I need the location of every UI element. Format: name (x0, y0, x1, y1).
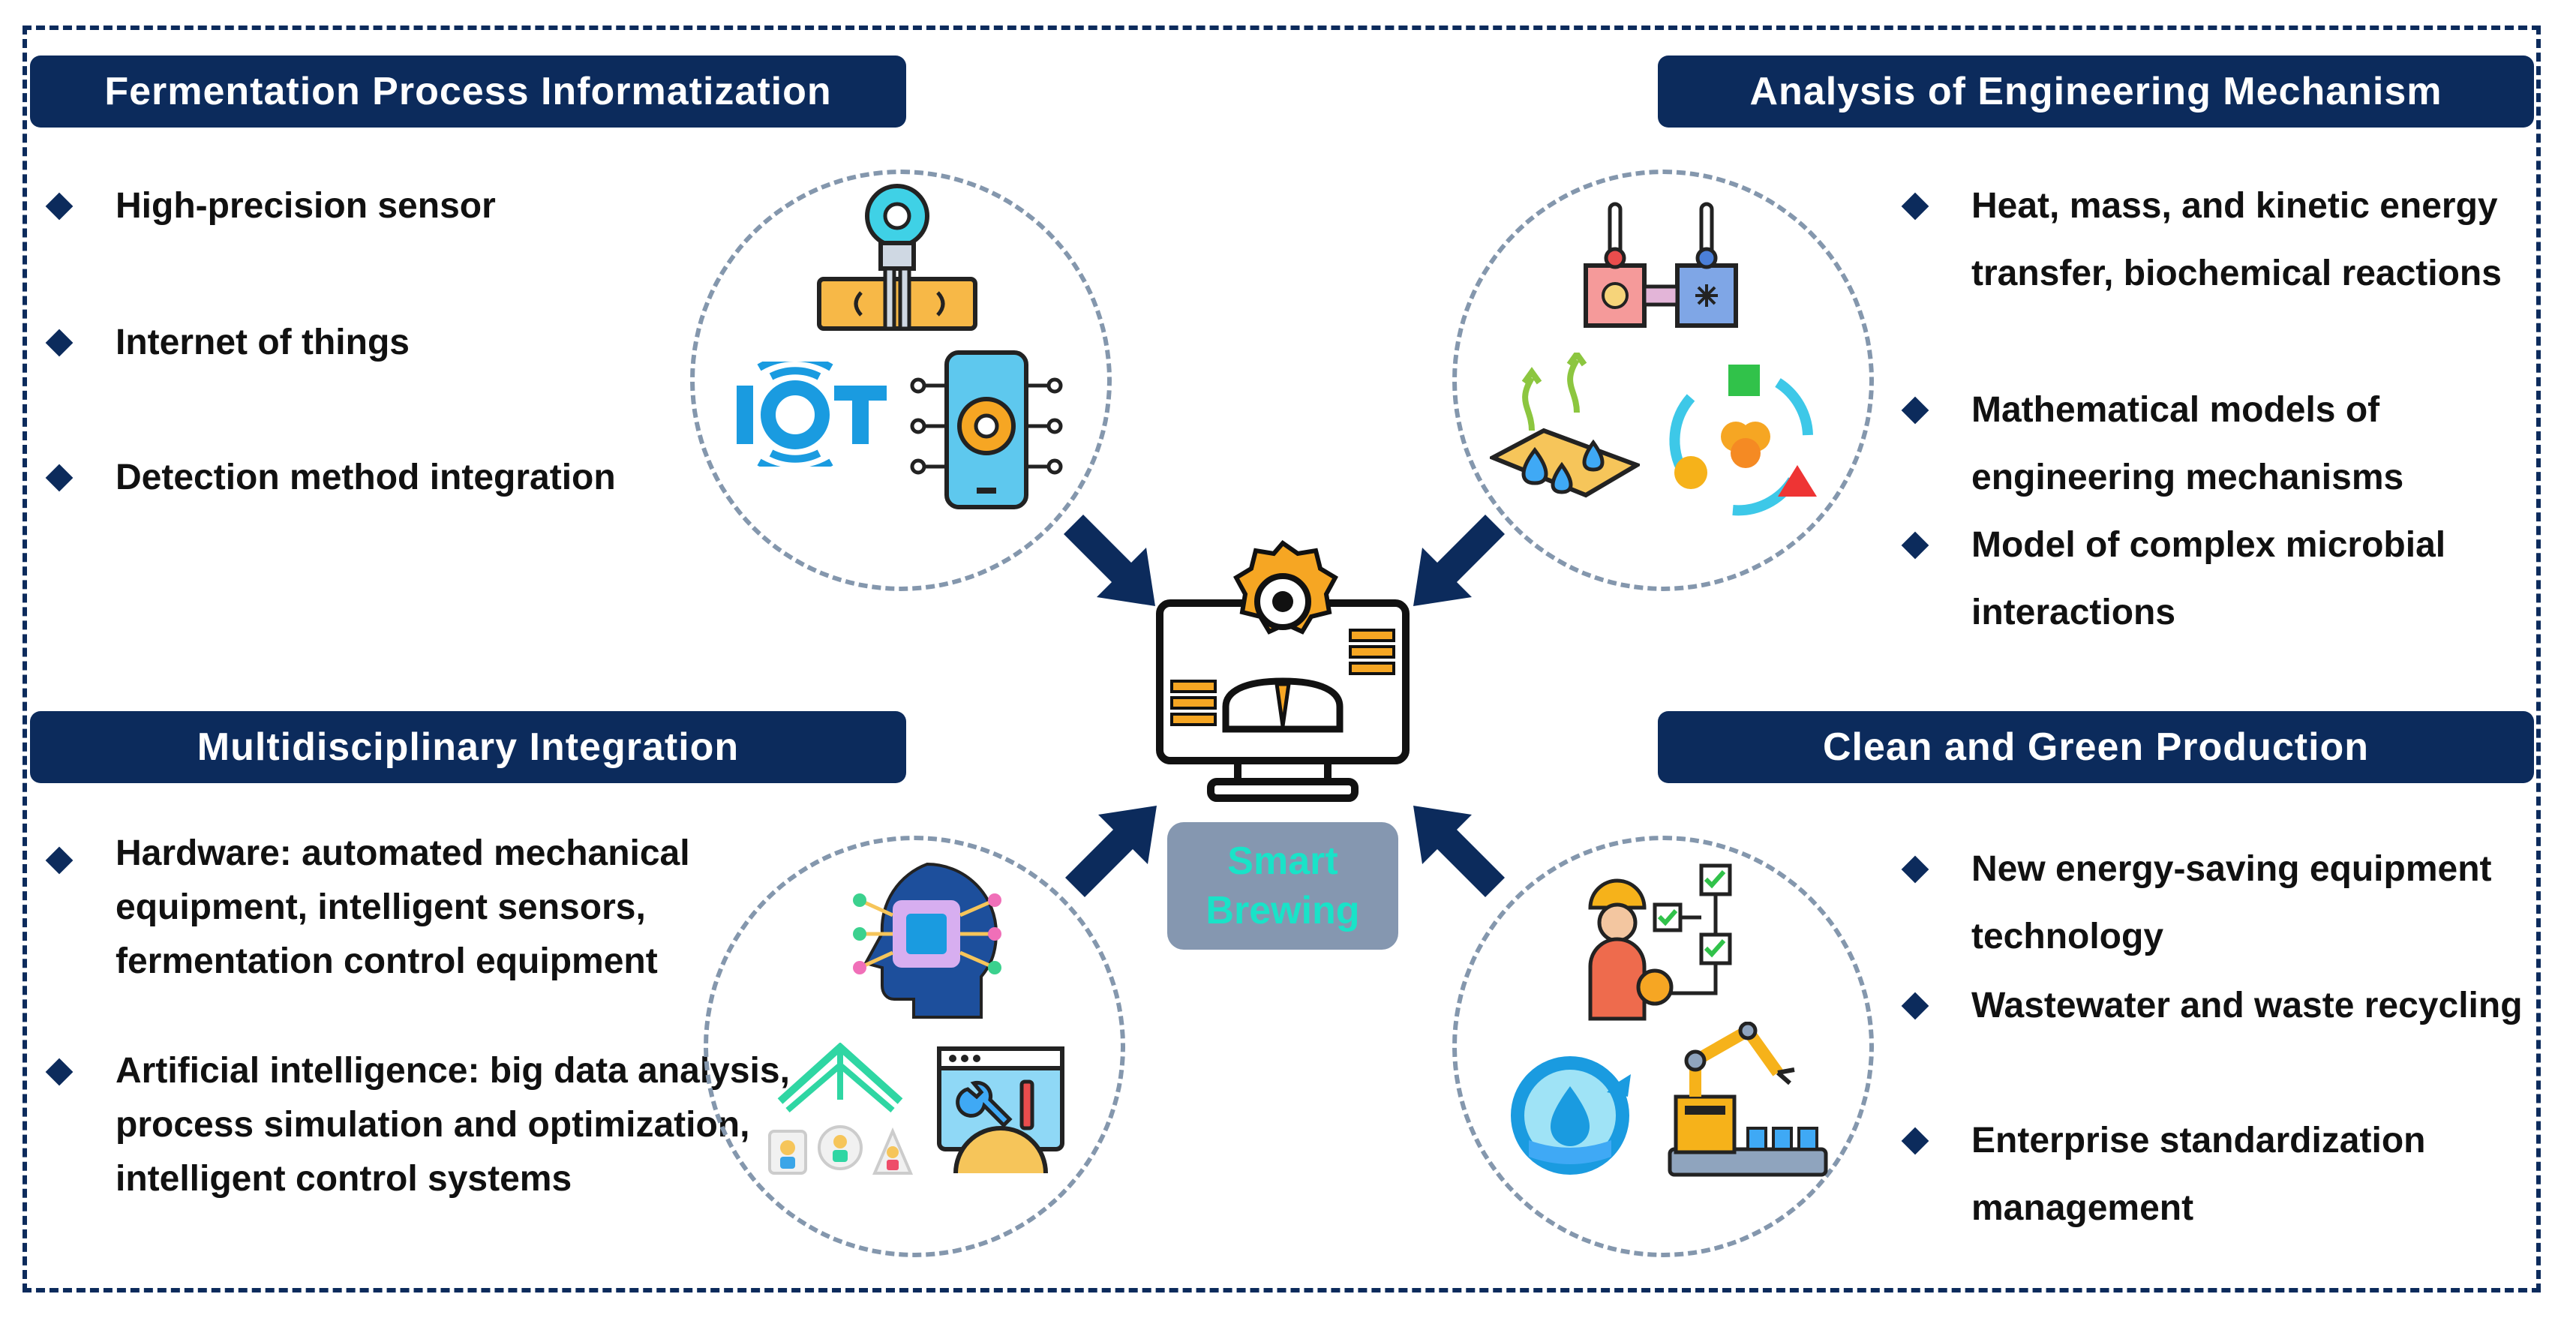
iot-icon (737, 362, 887, 467)
list-item: Detection method integration (42, 444, 731, 512)
list-item-text: Mathematical models of engineering mecha… (1971, 390, 2404, 497)
robot-arm-icon (1668, 1022, 1828, 1177)
list-item: Enterprise standardization management (1898, 1107, 2571, 1242)
diamond-bullet-icon (45, 464, 74, 492)
header-multidisciplinary-integration: Multidisciplinary Integration (30, 711, 906, 783)
list-item-text: Hardware: automated mechanical equipment… (116, 833, 690, 981)
diamond-bullet-icon (1901, 1127, 1929, 1155)
list-item-text: New energy-saving equipment technology (1971, 849, 2492, 956)
arrow-bottom-right-icon (1413, 806, 1505, 897)
list-item-text: Wastewater and waste recycling (1971, 986, 2523, 1025)
heat-exchange-icon (1584, 202, 1738, 328)
network-hierarchy-icon (768, 1043, 914, 1175)
diamond-bullet-icon (1901, 396, 1929, 425)
icon-circle-top-right (1452, 170, 1874, 591)
list-item: Mathematical models of engineering mecha… (1898, 377, 2571, 512)
icon-circle-bottom-right (1452, 836, 1874, 1257)
list-fermentation-process: High-precision sensor Internet of things… (42, 173, 657, 497)
soil-sensor-icon (817, 184, 977, 331)
arrow-top-left-icon (1064, 515, 1155, 606)
monitor-gear-person-icon (1156, 539, 1410, 802)
list-item: Hardware: automated mechanical equipment… (42, 827, 791, 989)
engineer-flowchart-icon (1588, 863, 1732, 1021)
diamond-bullet-icon (1901, 855, 1929, 884)
list-item: High-precision sensor (42, 173, 657, 240)
list-item: Model of complex microbial interactions (1898, 512, 2571, 647)
evaporation-icon (1490, 353, 1640, 498)
smartphone-gear-icon (910, 350, 1063, 509)
arrow-top-right-icon (1413, 515, 1505, 606)
diamond-bullet-icon (1901, 192, 1929, 221)
cycle-shapes-icon (1669, 365, 1817, 516)
list-item: Wastewater and waste recycling (1898, 972, 2571, 1040)
list-item-text: Detection method integration (116, 458, 616, 497)
header-analysis-of-engineering-mechanism: Analysis of Engineering Mechanism (1658, 56, 2534, 128)
diamond-bullet-icon (45, 1058, 74, 1086)
list-item-text: Enterprise standardization management (1971, 1121, 2426, 1228)
header-clean-and-green-production: Clean and Green Production (1658, 711, 2534, 783)
arrow-bottom-left-icon (1065, 806, 1157, 897)
diamond-bullet-icon (1901, 531, 1929, 560)
smart-brewing-label: Smart Brewing (1167, 822, 1398, 950)
diamond-bullet-icon (45, 329, 74, 357)
list-item: Heat, mass, and kinetic energy transfer,… (1898, 173, 2571, 308)
list-item-text: Model of complex microbial interactions (1971, 525, 2446, 632)
list-item: Artificial intelligence: big data analys… (42, 1044, 791, 1206)
smart-brewing-line-1: Smart (1227, 839, 1338, 883)
diamond-bullet-icon (45, 192, 74, 221)
diamond-bullet-icon (1901, 992, 1929, 1020)
list-item: Internet of things (42, 309, 731, 377)
header-fermentation-process-informatization: Fermentation Process Informatization (30, 56, 906, 128)
icon-circle-bottom-left (704, 836, 1125, 1257)
list-item-text: Heat, mass, and kinetic energy transfer,… (1971, 186, 2502, 293)
list-item-text: Internet of things (116, 323, 410, 362)
icon-circle-top-left (690, 170, 1112, 591)
list-item-text: Artificial intelligence: big data analys… (116, 1051, 790, 1199)
ai-head-icon (853, 862, 1001, 1019)
list-item-text: High-precision sensor (116, 186, 496, 226)
list-item: New energy-saving equipment technology (1898, 836, 2571, 971)
diamond-bullet-icon (45, 846, 74, 875)
settings-window-icon (937, 1046, 1064, 1174)
dashed-frame (23, 26, 2541, 1292)
water-recycle-icon (1511, 1056, 1631, 1175)
smart-brewing-line-2: Brewing (1205, 889, 1360, 932)
